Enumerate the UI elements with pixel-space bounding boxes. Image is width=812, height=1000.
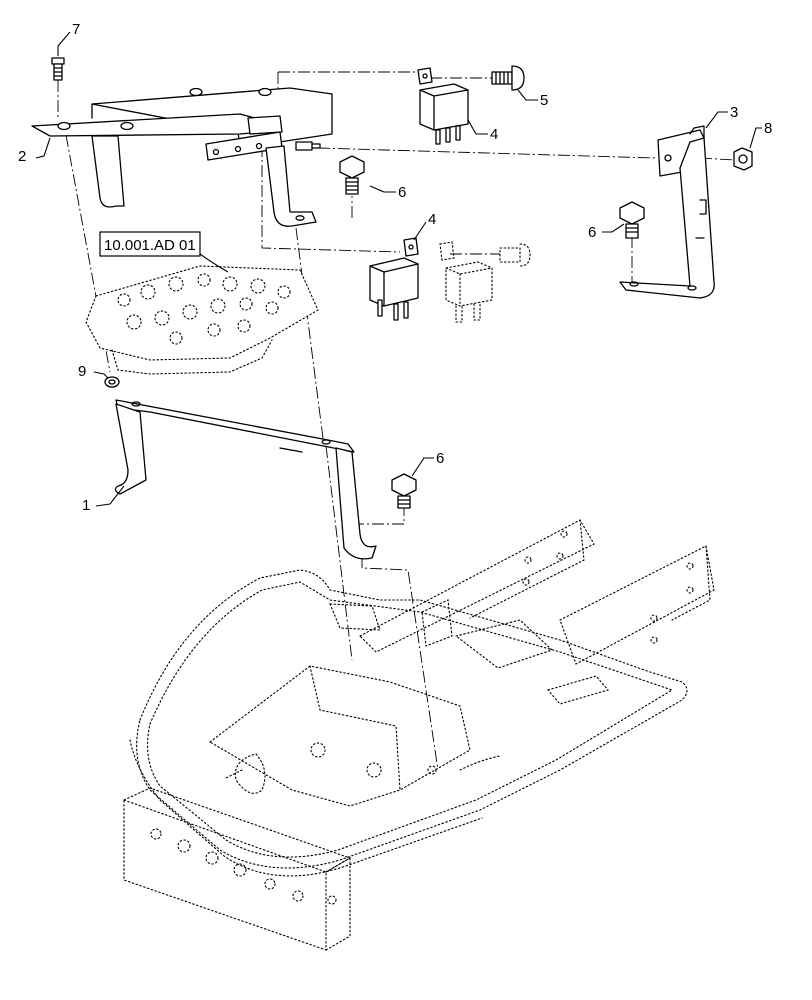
assembly-centerlines [57, 71, 736, 771]
callout-labels: 7 2 3 8 4 5 6 6 4 9 1 6 [18, 21, 772, 514]
lower-bracket-part-1 [114, 399, 377, 560]
callout-6-lower: 6 [436, 450, 444, 467]
bolt-part-6-lower [391, 473, 417, 509]
reference-label: 10.001.AD 01 [104, 237, 196, 254]
callout-5: 5 [540, 92, 548, 109]
phantom-relay [439, 241, 531, 323]
callout-1: 1 [82, 497, 90, 514]
callout-6-right: 6 [588, 224, 596, 241]
side-bracket-part-3 [619, 125, 715, 299]
callout-6-upper: 6 [398, 184, 406, 201]
callout-7: 7 [72, 21, 80, 38]
relay-upper-part-4 [417, 67, 469, 145]
bolt-part-6-upper [339, 155, 365, 195]
callout-9: 9 [78, 363, 86, 380]
washer-part-9 [104, 376, 120, 388]
upper-bracket-part-2 [31, 87, 333, 227]
bolt-part-5 [491, 65, 525, 91]
bolt-part-7 [51, 57, 65, 81]
phantom-frame [123, 519, 715, 951]
nut-part-8 [733, 147, 753, 171]
callout-leaders [35, 31, 762, 507]
callout-8: 8 [764, 120, 772, 137]
phantom-control-module [85, 265, 319, 375]
callout-4-upper: 4 [490, 126, 498, 143]
bolt-part-6-right [619, 201, 645, 239]
callout-4-lower: 4 [428, 211, 436, 228]
callout-3: 3 [730, 104, 738, 121]
callout-2: 2 [18, 148, 26, 165]
reference-label-box: 10.001.AD 01 [99, 231, 201, 257]
relay-lower-part-4 [369, 237, 419, 321]
